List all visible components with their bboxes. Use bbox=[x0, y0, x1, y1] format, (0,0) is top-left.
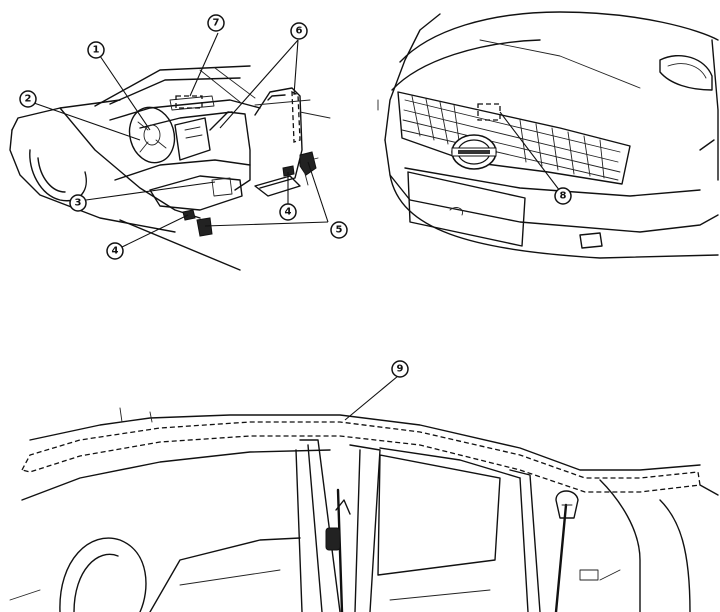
leader-lines-interior bbox=[33, 32, 329, 248]
callout-4-right: 4 bbox=[279, 203, 297, 221]
svg-text:6: 6 bbox=[296, 26, 303, 37]
side-curtain-panel bbox=[9, 407, 719, 612]
svg-text:4: 4 bbox=[285, 207, 292, 218]
svg-text:2: 2 bbox=[25, 94, 32, 105]
svg-text:8: 8 bbox=[560, 191, 567, 202]
nissan-emblem bbox=[451, 134, 497, 170]
front-view-panel bbox=[377, 11, 719, 259]
front-sensor-location bbox=[477, 103, 501, 121]
curtain-airbag bbox=[21, 421, 701, 493]
callout-8: 8 bbox=[554, 187, 572, 205]
svg-text:7: 7 bbox=[213, 18, 220, 29]
callout-7: 7 bbox=[207, 14, 225, 32]
leader-line-front bbox=[499, 111, 564, 196]
grille-slats bbox=[411, 95, 605, 179]
svg-text:9: 9 bbox=[397, 364, 404, 375]
callout-3: 3 bbox=[69, 194, 87, 212]
interior-view-panel bbox=[9, 65, 331, 271]
svg-text:5: 5 bbox=[336, 225, 343, 236]
leader-line-curtain bbox=[344, 375, 399, 421]
callout-1: 1 bbox=[87, 41, 105, 59]
svg-text:4: 4 bbox=[112, 246, 119, 257]
callout-2: 2 bbox=[19, 90, 37, 108]
callout-9: 9 bbox=[391, 360, 409, 378]
svg-text:3: 3 bbox=[75, 198, 82, 209]
callout-5: 5 bbox=[330, 221, 348, 239]
callout-6: 6 bbox=[290, 22, 308, 40]
svg-text:1: 1 bbox=[93, 45, 100, 56]
callout-4-left: 4 bbox=[106, 242, 124, 260]
